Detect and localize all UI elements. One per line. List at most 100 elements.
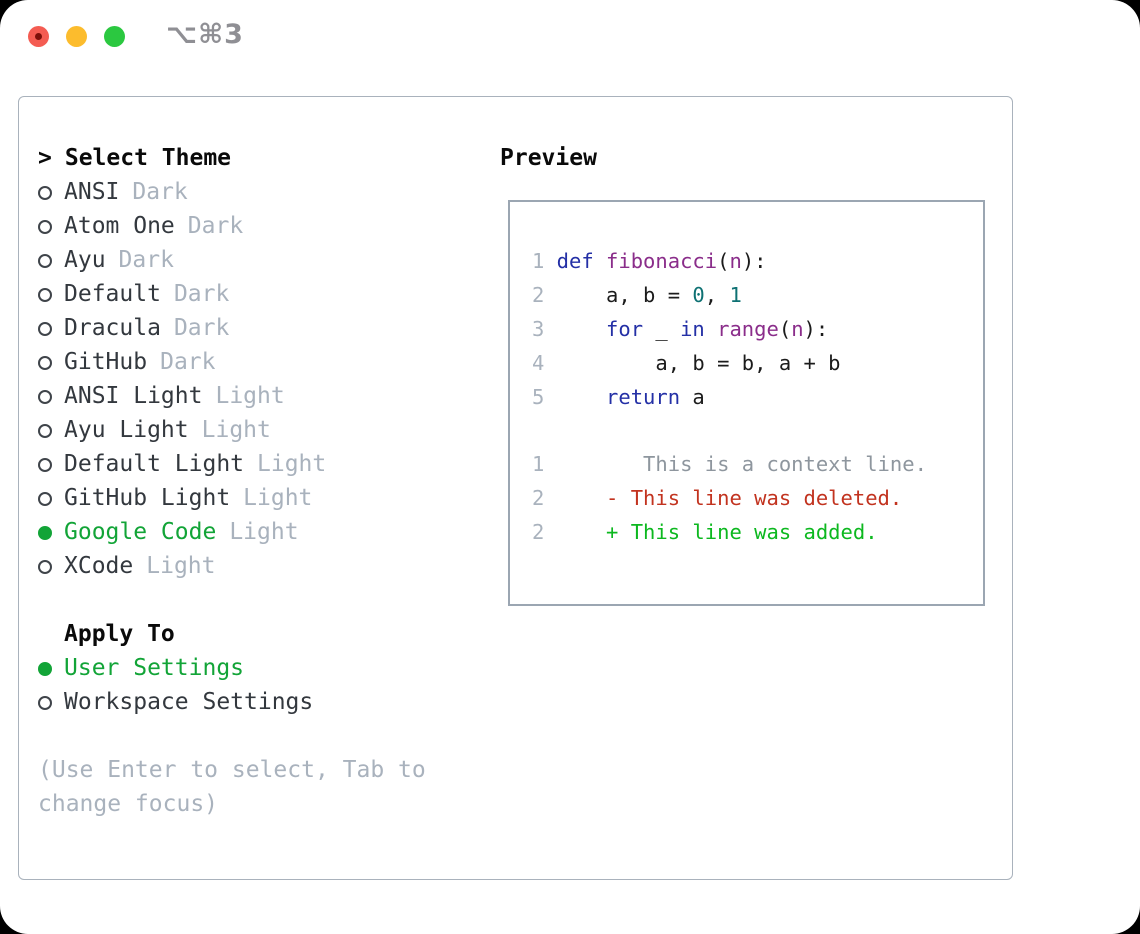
theme-option-github-dark[interactable]: GitHub Dark <box>38 345 478 379</box>
code-token-kw: for <box>606 317 644 341</box>
diff-line-added: 2 + This line was added. <box>532 515 983 549</box>
theme-option-atom-one-dark[interactable]: Atom One Dark <box>38 209 478 243</box>
cursor-indicator: > <box>38 145 52 171</box>
theme-name: Default Light <box>64 451 245 477</box>
theme-option-xcode-light[interactable]: XCode Light <box>38 549 478 583</box>
radio-icon <box>38 424 52 438</box>
close-dot-icon <box>35 33 42 40</box>
theme-name: ANSI Light <box>64 383 203 409</box>
line-number: 2 <box>532 486 545 510</box>
diff-text: + This line was added. <box>556 520 878 544</box>
theme-option-google-code-light[interactable]: Google Code Light <box>38 515 478 549</box>
theme-name: Google Code <box>64 519 217 545</box>
window-title: ⌥⌘3 <box>166 19 244 50</box>
code-line: 5 return a <box>532 380 983 414</box>
code-token-pl: a, b = b, a + b <box>556 351 841 375</box>
diff-line-deleted: 2 - This line was deleted. <box>532 481 983 515</box>
theme-name: ANSI <box>64 179 120 205</box>
code-token-pl: , <box>704 283 730 307</box>
radio-selected-icon <box>38 662 52 676</box>
code-token-pl: ( <box>778 317 792 341</box>
minimize-button[interactable] <box>66 26 87 47</box>
theme-name: GitHub Light <box>64 485 231 511</box>
spacer <box>38 719 478 753</box>
theme-name: Dracula <box>64 315 161 341</box>
line-number: 2 <box>532 520 545 544</box>
theme-variant-label: Dark <box>173 281 230 307</box>
radio-icon <box>38 186 52 200</box>
radio-icon <box>38 220 52 234</box>
code-token-pl: a, b = <box>556 283 693 307</box>
theme-variant-label: Dark <box>118 247 174 273</box>
radio-icon <box>38 560 52 574</box>
theme-variant-label: Light <box>146 553 216 579</box>
radio-icon <box>38 356 52 370</box>
theme-variant-label: Light <box>229 519 299 545</box>
code-token-kw: in <box>680 317 705 341</box>
preview-title: Preview <box>500 145 597 171</box>
theme-name: Ayu Light <box>64 417 189 443</box>
theme-name: Atom One <box>64 213 175 239</box>
theme-variant-label: Light <box>257 451 327 477</box>
theme-option-github-light-light[interactable]: GitHub Light Light <box>38 481 478 515</box>
code-token-fn: range <box>717 317 779 341</box>
code-token-lit: 0 <box>692 283 705 307</box>
code-line: 3 for _ in range(n): <box>532 312 983 346</box>
theme-name: GitHub <box>64 349 148 375</box>
code-token-lit: 1 <box>729 283 742 307</box>
theme-name: XCode <box>64 553 134 579</box>
line-number: 2 <box>532 283 545 307</box>
code-token-kw: return <box>606 385 681 409</box>
radio-icon <box>38 458 52 472</box>
line-number: 1 <box>532 452 545 476</box>
select-theme-header: >Select Theme <box>38 141 478 175</box>
code-token-pl: a <box>680 385 705 409</box>
code-token-pl: _ <box>643 317 681 341</box>
line-number: 3 <box>532 317 545 341</box>
theme-option-ansi-light-light[interactable]: ANSI Light Light <box>38 379 478 413</box>
radio-selected-icon <box>38 526 52 540</box>
code-token-fn: fibonacci <box>606 249 718 273</box>
apply-option-user-settings[interactable]: User Settings <box>38 651 478 685</box>
diff-text: This is a context line. <box>556 452 927 476</box>
theme-variant-label: Dark <box>160 349 216 375</box>
apply-option-label: User Settings <box>64 655 245 681</box>
apply-option-workspace-settings[interactable]: Workspace Settings <box>38 685 478 719</box>
theme-option-default-light-light[interactable]: Default Light Light <box>38 447 478 481</box>
radio-icon <box>38 390 52 404</box>
radio-icon <box>38 492 52 506</box>
code-token-pl: ): <box>803 317 829 341</box>
radio-icon <box>38 254 52 268</box>
diff-text: - This line was deleted. <box>556 486 903 510</box>
line-number: 4 <box>532 351 545 375</box>
code-token-fn: n <box>791 317 804 341</box>
code-token-pl: ( <box>717 249 730 273</box>
apply-to-header: Apply To <box>64 621 175 647</box>
theme-variant-label: Dark <box>187 213 244 239</box>
code-token-pl: ): <box>741 249 767 273</box>
maximize-button[interactable] <box>104 26 125 47</box>
code-token-pl <box>594 249 606 273</box>
close-button[interactable] <box>28 26 49 47</box>
theme-variant-label: Light <box>215 383 285 409</box>
code-token-fn: n <box>729 249 742 273</box>
line-number: 5 <box>532 385 545 409</box>
radio-icon <box>38 288 52 302</box>
diff-line-context: 1 This is a context line. <box>532 447 983 481</box>
main-panel <box>18 96 1013 880</box>
radio-icon <box>38 322 52 336</box>
apply-option-label: Workspace Settings <box>64 689 314 715</box>
theme-variant-label: Light <box>243 485 313 511</box>
help-text-line2: change focus) <box>38 791 219 817</box>
